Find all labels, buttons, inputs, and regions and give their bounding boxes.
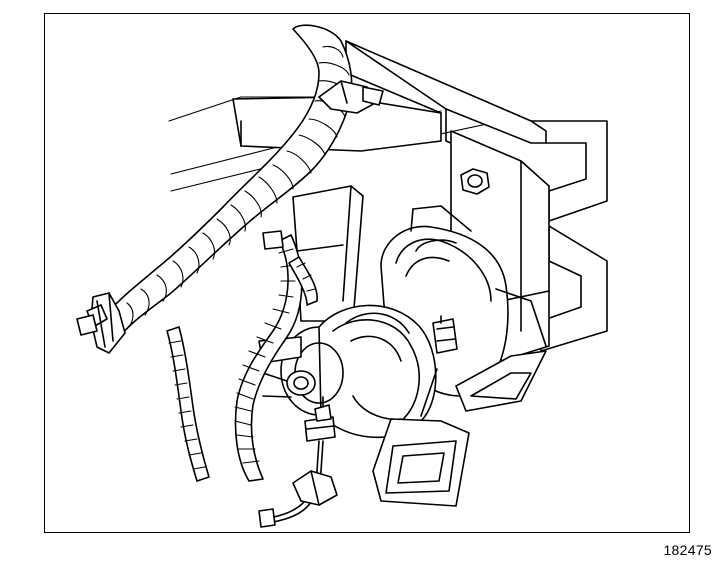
horn-wire-lower <box>262 396 338 524</box>
wiring-harness-branch-mid <box>262 230 318 306</box>
horn-side-bracket <box>292 185 364 322</box>
wiring-harness-branch-short <box>166 326 210 482</box>
harness-connector-left <box>76 292 126 354</box>
figure-number: 182475 <box>663 542 712 558</box>
horn-connector-rear <box>432 315 458 354</box>
bracket-bolt-upper <box>460 168 490 195</box>
horn-wire-end-connector <box>258 508 276 528</box>
illustration-frame <box>44 13 690 533</box>
horn-assembly-drawing <box>76 24 608 528</box>
horn-front <box>258 304 470 507</box>
wiring-harness-branch-long <box>234 234 303 482</box>
wiring-harness-main <box>100 24 384 342</box>
